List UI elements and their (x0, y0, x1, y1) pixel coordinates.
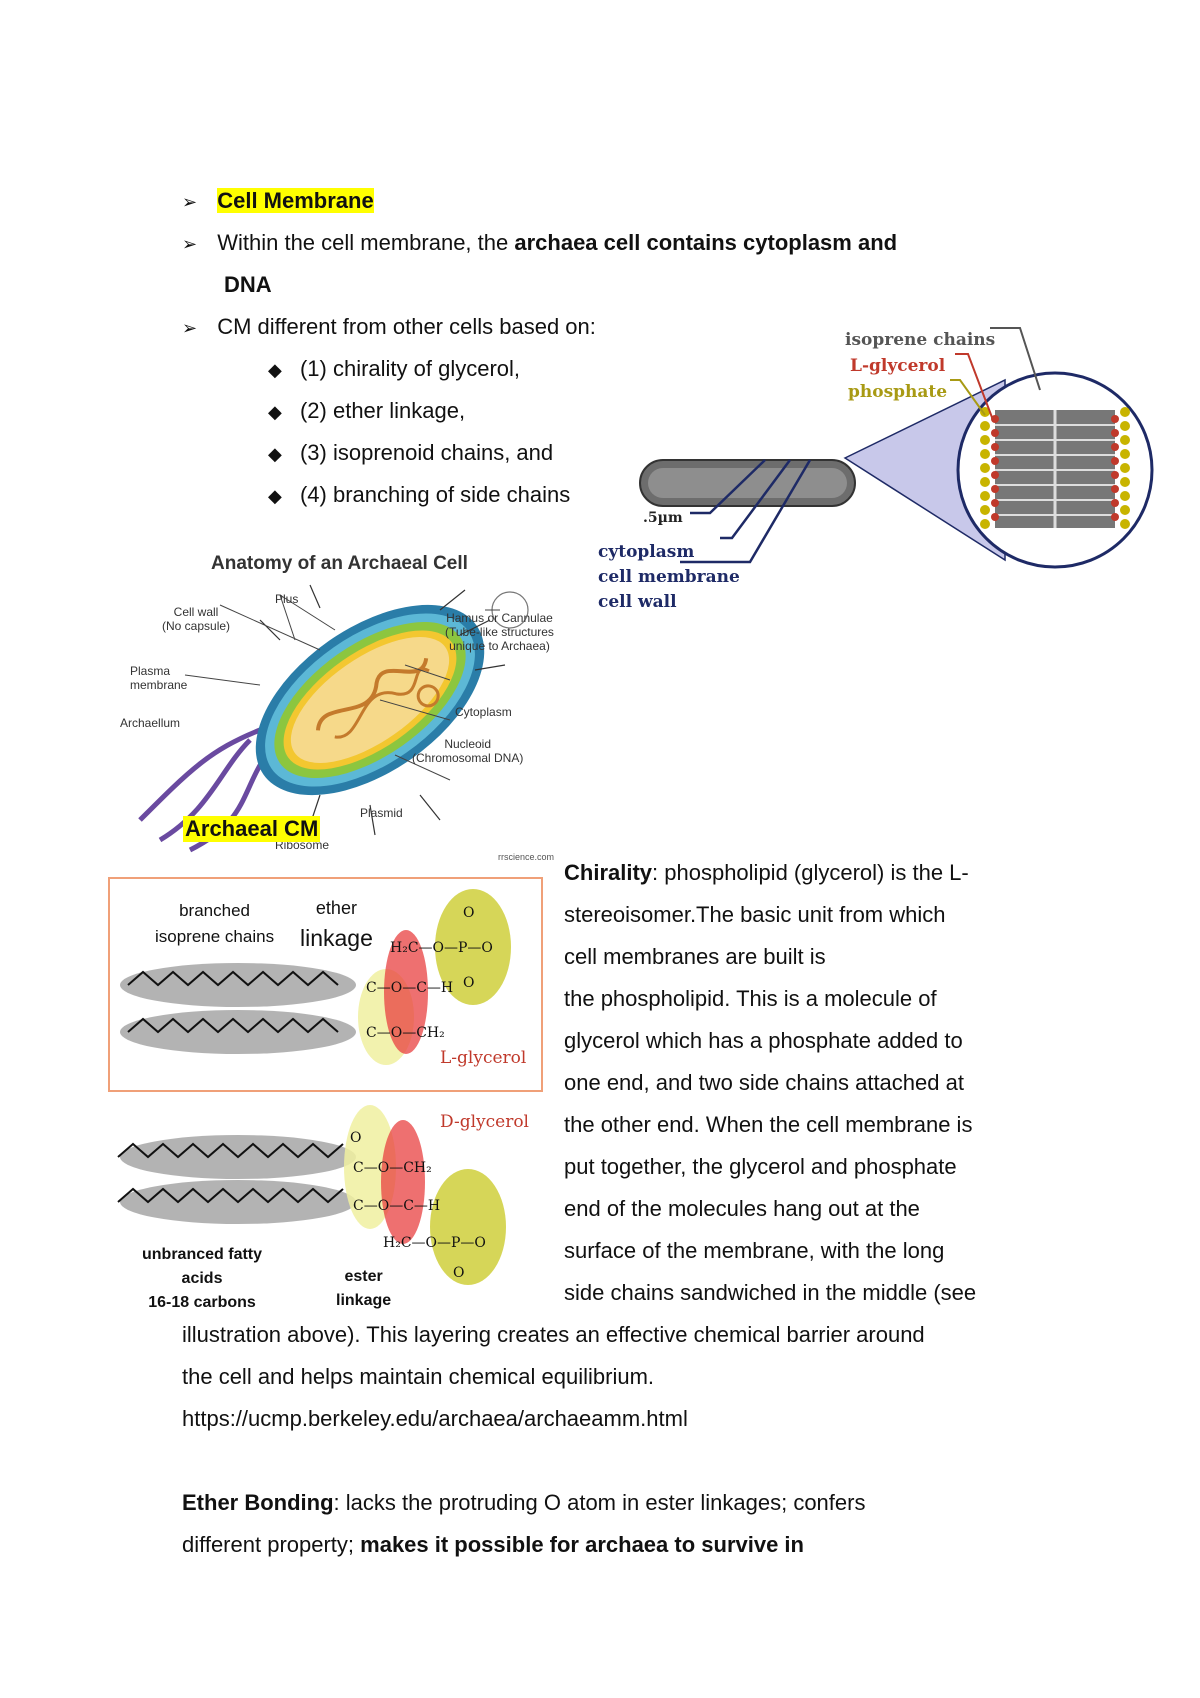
criteria-item: ◆ (1) chirality of glycerol, (268, 356, 521, 381)
chirality-line: stereoisomer.The basic unit from which (564, 902, 946, 927)
label-archaellum: Archaellum (120, 716, 181, 730)
source-link[interactable]: https://ucmp.berkeley.edu/archaea/archae… (182, 1406, 688, 1431)
arrow-bullet-icon: ➢ (182, 318, 198, 338)
label-cell-wall-anatomy: Cell wall(No capsule) (162, 605, 231, 633)
diamond-bullet-icon: ◆ (268, 486, 282, 506)
bullet-within-cont: DNA (224, 272, 272, 297)
image-credit: rrscience.com (498, 852, 555, 862)
label-cytoplasm-anatomy: Cytoplasm (455, 705, 512, 719)
svg-text:H₂C—O—P—O: H₂C—O—P—O (383, 1235, 486, 1251)
cell-body (255, 604, 485, 796)
chirality-line: one end, and two side chains attached at (564, 1070, 964, 1095)
bullet-cm-different: ➢ CM different from other cells based on… (182, 314, 596, 339)
label-scale: .5µm (643, 510, 683, 526)
glycerol-dots (991, 415, 1119, 521)
label-l-glycerol: L-glycerol (850, 356, 946, 376)
label-l-glycerol-lipid: L-glycerol (440, 1048, 527, 1068)
rod-cytoplasm (648, 468, 847, 498)
archaeal-cm-highlight: Archaeal CM (183, 816, 321, 842)
bullet-cell-membrane: ➢ Cell Membrane (182, 180, 374, 223)
label-cytoplasm: cytoplasm (598, 542, 695, 562)
anatomy-title: Anatomy of an Archaeal Cell (211, 553, 468, 574)
svg-text:O: O (463, 905, 474, 921)
chirality-line: illustration above). This layering creat… (182, 1322, 925, 1347)
arrow-bullet-icon: ➢ (182, 234, 198, 254)
phosphate-dots (980, 407, 1130, 529)
branched-chain (127, 970, 339, 987)
label-nucleoid: Nucleoid(Chromosomal DNA) (412, 737, 524, 765)
label-d-glycerol: D-glycerol (440, 1112, 529, 1132)
svg-text:C—O—C—H: C—O—C—H (366, 980, 453, 996)
label-cell-wall: cell wall (598, 592, 677, 612)
chirality-line: side chains sandwiched in the middle (se… (564, 1280, 977, 1305)
label-phosphate: phosphate (848, 382, 948, 402)
archaellum-flagellum (158, 738, 252, 843)
arrow-bullet-icon: ➢ (182, 192, 198, 212)
unbranched-chain (117, 1142, 344, 1159)
membrane-zoom-diagram (639, 327, 1154, 569)
diamond-bullet-icon: ◆ (268, 444, 282, 464)
label-cell-membrane: cell membrane (598, 567, 740, 587)
lipid-comparison-diagram: O H₂C—O—P—O O C—O—C—H C—O—CH₂ O C—O—CH₂ … (117, 889, 511, 1285)
svg-text:C—O—CH₂: C—O—CH₂ (353, 1160, 432, 1176)
label-plus: Plus (275, 592, 299, 606)
svg-text:H₂C—O—P—O: H₂C—O—P—O (390, 940, 493, 956)
plasmid-ring (416, 684, 440, 708)
nucleoid-dna (315, 657, 429, 731)
svg-text:C—O—C—H: C—O—C—H (353, 1198, 440, 1214)
svg-text:C—O—CH₂: C—O—CH₂ (366, 1025, 445, 1041)
chirality-line: the cell and helps maintain chemical equ… (182, 1364, 655, 1389)
svg-text:O: O (463, 975, 474, 991)
chirality-line: surface of the membrane, with the long (564, 1238, 945, 1263)
label-plasmid: Plasmid (360, 806, 403, 820)
svg-text:O: O (350, 1130, 361, 1146)
svg-text:O: O (453, 1265, 464, 1281)
label-isoprene-chains: isoprene chains (845, 330, 996, 350)
bullet-within: ➢ Within the cell membrane, the archaea … (182, 230, 898, 255)
diamond-bullet-icon: ◆ (268, 402, 282, 422)
chirality-line: put together, the glycerol and phosphate (564, 1154, 957, 1179)
chirality-line: glycerol which has a phosphate added to (564, 1028, 963, 1053)
archaeal-lipid-frame (108, 877, 543, 1092)
section-title: Cell Membrane (217, 188, 374, 213)
chirality-line: cell membranes are built is (564, 944, 826, 969)
lipid-layers (995, 410, 1115, 528)
diamond-bullet-icon: ◆ (268, 360, 282, 380)
criteria-item: ◆ (4) branching of side chains (268, 482, 571, 507)
criteria-item: ◆ (3) isoprenoid chains, and (268, 440, 554, 465)
chirality-line: the other end. When the cell membrane is (564, 1112, 973, 1137)
criteria-item: ◆ (2) ether linkage, (268, 398, 466, 423)
archaeal-cell-diagram (138, 584, 529, 853)
chirality-line: the phospholipid. This is a molecule of (564, 986, 937, 1011)
ether-line: Ether Bonding: lacks the protruding O at… (182, 1490, 866, 1515)
ether-line: different property; makes it possible fo… (182, 1532, 804, 1557)
chirality-line: end of the molecules hang out at the (564, 1196, 920, 1221)
chirality-line: Chirality: phospholipid (glycerol) is th… (564, 860, 969, 885)
